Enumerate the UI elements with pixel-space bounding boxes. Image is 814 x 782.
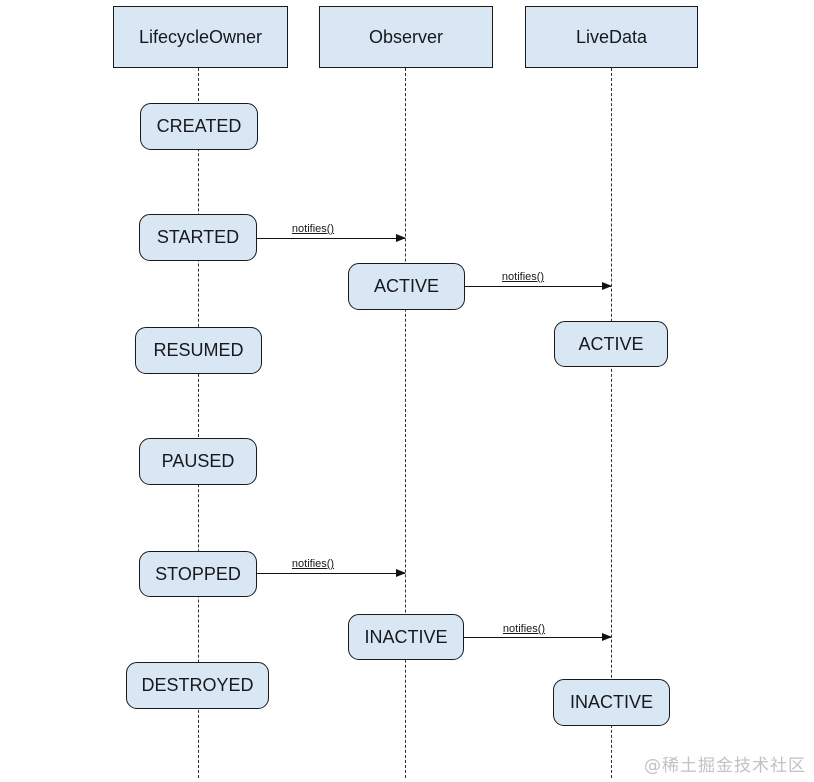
actor-livedata: LiveData [525, 6, 698, 68]
state-box-stopped: STOPPED [139, 551, 257, 597]
state-label: INACTIVE [364, 626, 448, 647]
message-label: notifies() [501, 271, 545, 283]
message-label: notifies() [502, 623, 546, 635]
state-box-started: STARTED [139, 214, 257, 261]
actor-label: Observer [368, 26, 444, 47]
message-arrow-stopped-notifies [257, 568, 406, 577]
state-box-paused: PAUSED [139, 438, 257, 485]
state-label: RESUMED [153, 340, 244, 360]
arrowhead-icon [602, 632, 612, 641]
arrowhead-icon [396, 233, 406, 242]
state-label: ACTIVE [578, 333, 644, 354]
state-box-livedata-inactive: INACTIVE [553, 679, 670, 726]
message-label: notifies() [291, 558, 335, 570]
state-label: CREATED [156, 116, 242, 136]
state-box-observer-inactive: INACTIVE [348, 614, 464, 660]
state-label: STARTED [156, 227, 240, 247]
state-label: PAUSED [161, 451, 235, 471]
message-arrow-inactive-notifies [464, 632, 612, 641]
state-label: STOPPED [155, 563, 241, 584]
actor-lifecycleowner: LifecycleOwner [113, 6, 288, 68]
message-arrow-active-notifies [465, 281, 612, 290]
state-label: ACTIVE [373, 276, 439, 296]
state-label: INACTIVE [569, 692, 653, 712]
state-box-created: CREATED [140, 103, 258, 150]
state-box-resumed: RESUMED [135, 327, 262, 374]
watermark: @稀土掘金技术社区 [644, 756, 806, 776]
arrowhead-icon [396, 568, 406, 577]
lifeline-lifecycleowner [198, 68, 199, 778]
message-arrow-started-notifies [257, 233, 406, 242]
state-box-observer-active: ACTIVE [348, 263, 465, 310]
actor-observer: Observer [319, 6, 493, 68]
state-box-destroyed: DESTROYED [126, 662, 269, 709]
arrowhead-icon [602, 281, 612, 290]
lifeline-livedata [611, 68, 612, 778]
state-box-livedata-active: ACTIVE [554, 321, 668, 367]
lifeline-observer [405, 68, 406, 778]
state-label: DESTROYED [141, 675, 254, 695]
actor-label: LifecycleOwner [138, 26, 263, 47]
message-label: notifies() [291, 223, 335, 235]
actor-label: LiveData [575, 26, 648, 47]
